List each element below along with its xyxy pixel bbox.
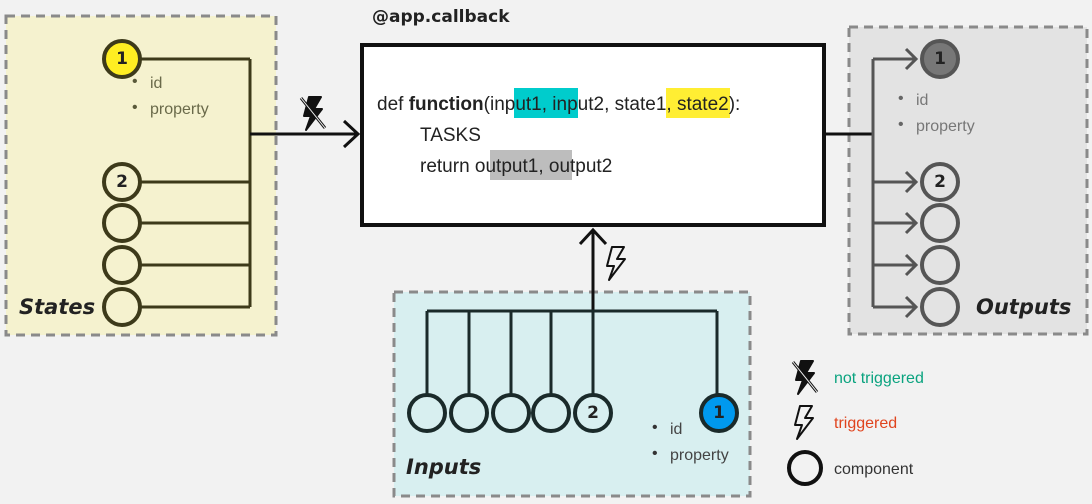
state-1-number: 1 [116,49,128,69]
output-property-label: property [916,118,975,135]
lightning-icon [606,246,626,281]
input-component [449,393,489,433]
svg-text:•: • [898,116,904,133]
inputs-group: 2 1 • id • property Inputs [392,227,752,498]
input-id-label: id [670,421,682,438]
output-1-number: 1 [934,49,946,69]
output-id-label: id [916,92,928,109]
legend-not-triggered: not triggered [834,370,924,387]
lightning-crossed-icon [299,95,327,132]
svg-text:•: • [652,419,658,436]
output-component [920,287,960,327]
code-return: return output1, output2 [420,156,612,177]
state-id-label: id [150,75,162,92]
state-component [102,287,142,327]
state1-highlight [666,88,730,118]
state-property-label: property [150,101,209,118]
callback-title: @app.callback [372,7,510,27]
svg-text:•: • [132,99,138,116]
svg-text:•: • [652,445,658,462]
input-property-label: property [670,447,729,464]
output-2-number: 2 [934,172,946,192]
input-component-2 [573,393,613,433]
state-2-number: 2 [116,172,128,192]
output-component [920,245,960,285]
input-component [531,393,571,433]
component-circle-icon [787,450,823,486]
input1-highlight [514,88,578,118]
function-box: def function(input1, input2, state1, sta… [360,43,826,227]
outputs-title: Outputs [976,295,1071,319]
legend-triggered: triggered [834,415,897,432]
state-component [102,245,142,285]
outputs-group: 1 2 • id • property Outputs [826,25,1089,336]
states-group: 1 2 • id • property States [4,14,278,337]
code-tasks: TASKS [420,125,481,146]
state-component [102,203,142,243]
output-component-1 [920,39,960,79]
input-component [491,393,531,433]
state-component-1 [102,39,142,79]
input-2-number: 2 [587,403,599,423]
lightning-crossed-icon [791,359,819,396]
output-component-2 [920,162,960,202]
output-component [920,203,960,243]
inputs-title: Inputs [406,455,481,479]
states-arrow [250,95,361,149]
legend-component: component [834,461,914,478]
svg-text:•: • [898,90,904,107]
legend: not triggered triggered component [787,359,924,486]
code-signature: def function(input1, input2, state1, sta… [377,94,740,115]
input-1-number: 1 [713,403,725,423]
input-component-1 [699,393,739,433]
output1-highlight [490,150,572,180]
states-title: States [19,295,95,319]
input-component [407,393,447,433]
state-component-2 [102,162,142,202]
lightning-icon [794,405,814,440]
svg-text:•: • [132,73,138,90]
